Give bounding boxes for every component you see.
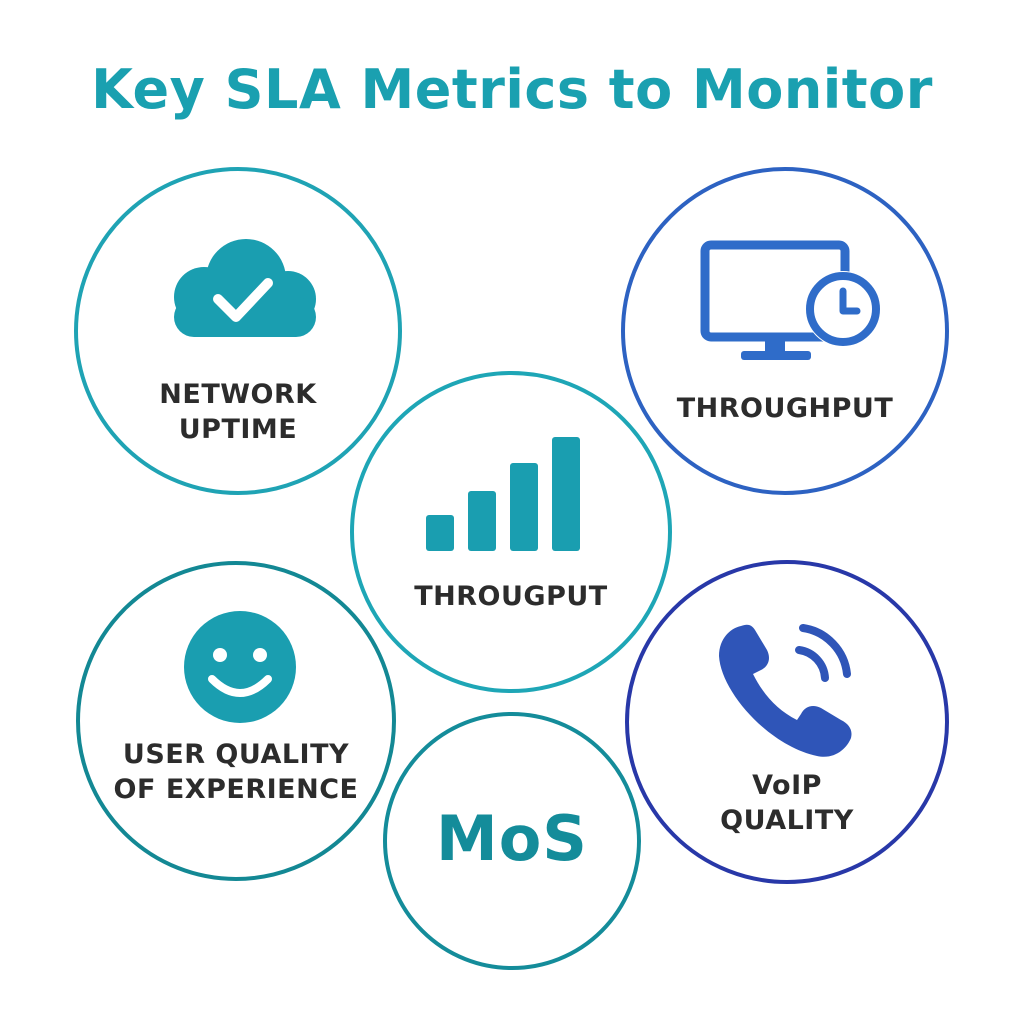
metric-label: NETWORK UPTIME [159,379,317,445]
metric-user-qoe: USER QUALITY OF EXPERIENCE [76,561,396,881]
mos-text: MoS [436,802,588,875]
metric-label: THROUGPUT [414,581,608,612]
cloud-check-icon [174,239,316,337]
metric-label: VoIP QUALITY [720,770,854,836]
phone-icon [719,624,852,757]
monitor-clock-icon [700,240,881,360]
metric-mos: MoS [383,712,641,970]
metric-label: USER QUALITY OF EXPERIENCE [113,739,359,805]
signal-bars-icon [426,437,580,551]
metric-voip: VoIP QUALITY [625,560,949,884]
metric-throughput-center: THROUGPUT [350,371,672,693]
metric-throughput-top: THROUGHPUT [621,167,949,495]
metric-network-uptime: NETWORK UPTIME [74,167,402,495]
page-title: Key SLA Metrics to Monitor [91,58,933,121]
smiley-icon [184,611,296,723]
metric-label: THROUGHPUT [676,393,894,424]
